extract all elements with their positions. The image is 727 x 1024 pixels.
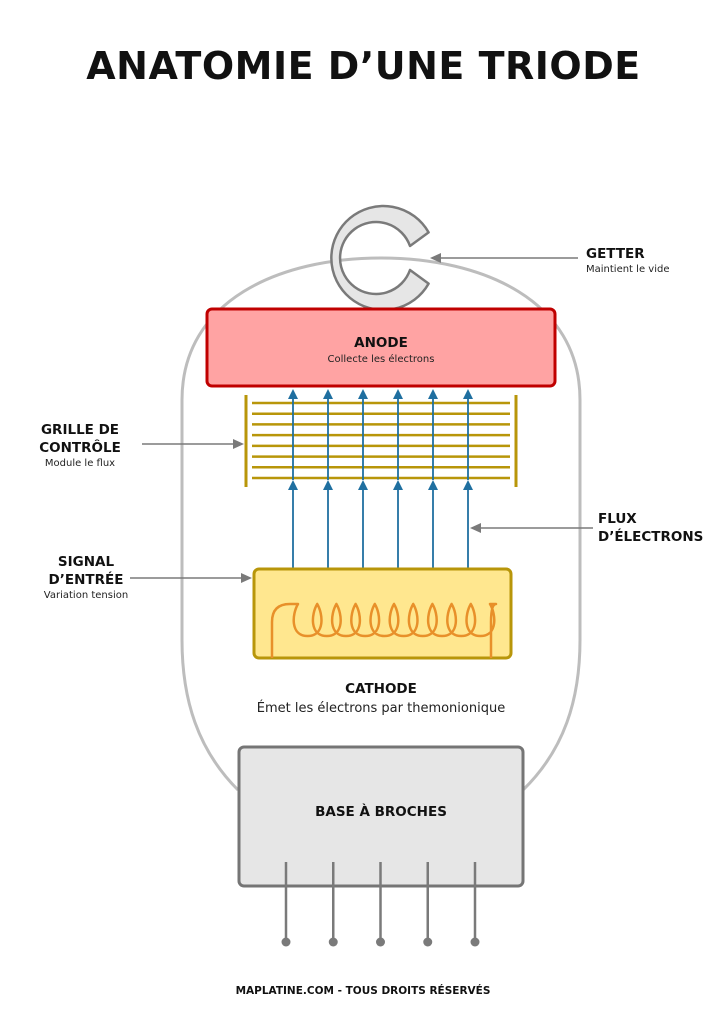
signal-desc: Variation tension [44,590,128,601]
grid-desc: Module le flux [45,458,115,469]
anode-desc: Collecte les électrons [328,353,435,365]
anode-plate [205,307,557,388]
electron-arrowhead-upper [358,389,368,399]
page-title: ANATOMIE D’UNE TRIODE [86,44,641,88]
grid-label-line1: GRILLE DE [41,422,119,438]
flux-label-line1: FLUX [598,511,637,527]
base-pin-tip [470,937,480,947]
electron-arrowhead-lower [393,480,403,490]
electron-arrowhead-lower [288,480,298,490]
glass-envelope [180,256,582,792]
electron-streams [288,389,473,568]
getter-leader-arrowhead [430,253,441,263]
electron-arrowhead-upper [463,389,473,399]
flux-label-line2: D’ÉLECTRONS [598,528,703,545]
signal-label-line2: D’ENTRÉE [49,571,124,588]
cathode-desc: Émet les électrons par themonionique [257,700,505,716]
electron-arrowhead-upper [323,389,333,399]
footer-copyright: MAPLATINE.COM - TOUS DROITS RÉSERVÉS [236,984,491,997]
cathode-box [252,567,513,660]
grid-leader-arrowhead [233,439,244,449]
electron-arrowhead-lower [323,480,333,490]
getter-desc: Maintient le vide [586,264,669,275]
electron-arrowhead-upper [428,389,438,399]
getter-ring [330,204,430,312]
getter-label: GETTER [586,246,645,262]
electron-arrowhead-upper [288,389,298,399]
anode-label: ANODE [354,335,408,351]
signal-leader-arrowhead [241,573,252,583]
cathode-label: CATHODE [345,681,417,697]
base-pins [281,862,480,947]
base-pin-tip [423,937,433,947]
electron-arrowhead-upper [393,389,403,399]
electron-arrowhead-lower [463,480,473,490]
base-pin-tip [328,937,338,947]
heater-filament [270,602,498,658]
base-label: BASE À BROCHES [315,803,447,820]
flux-leader-arrowhead [470,523,481,533]
signal-label-line1: SIGNAL [58,554,115,570]
base-pin-tip [281,937,291,947]
base-pin-tip [376,937,385,947]
grid-label-line2: CONTRÔLE [39,438,121,456]
electron-arrowhead-lower [428,480,438,490]
electron-arrowhead-lower [358,480,368,490]
control-grid [244,395,518,487]
